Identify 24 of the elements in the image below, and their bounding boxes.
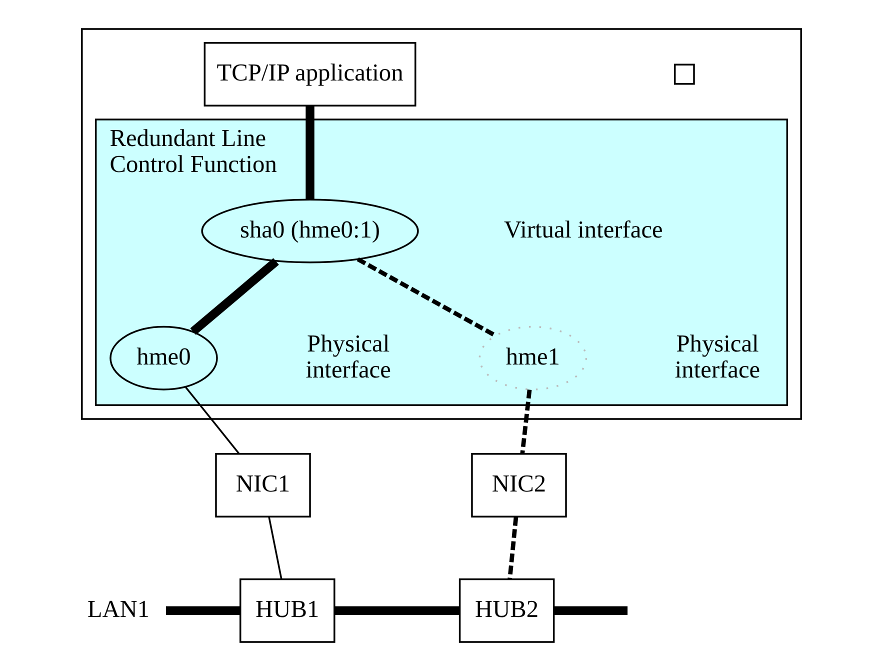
node-box: HUB2 — [458, 578, 555, 643]
connector — [268, 516, 282, 580]
node-ellipse: hme0 — [110, 326, 218, 390]
node-label: Physical interface — [674, 330, 760, 384]
connector — [306, 106, 314, 200]
connector — [554, 606, 628, 615]
node-box: HUB1 — [240, 578, 336, 643]
node-label: Physical interface — [306, 330, 391, 384]
cluster — [81, 28, 802, 420]
node-label: Virtual interface — [504, 216, 663, 244]
node-box — [674, 64, 695, 85]
node-box: NIC1 — [215, 453, 311, 518]
node-text: LAN1 — [87, 596, 150, 624]
connector — [356, 257, 497, 338]
node-ellipse: hme1 — [478, 326, 588, 390]
node-box: TCP/IP application — [204, 42, 416, 106]
connector — [334, 606, 460, 615]
connector — [508, 516, 518, 580]
connector — [520, 390, 532, 454]
node-box: NIC2 — [471, 453, 567, 518]
connector — [190, 258, 279, 335]
connector — [166, 606, 240, 615]
connector — [185, 386, 240, 454]
node-ellipse: sha0 (hme0:1) — [201, 198, 419, 264]
